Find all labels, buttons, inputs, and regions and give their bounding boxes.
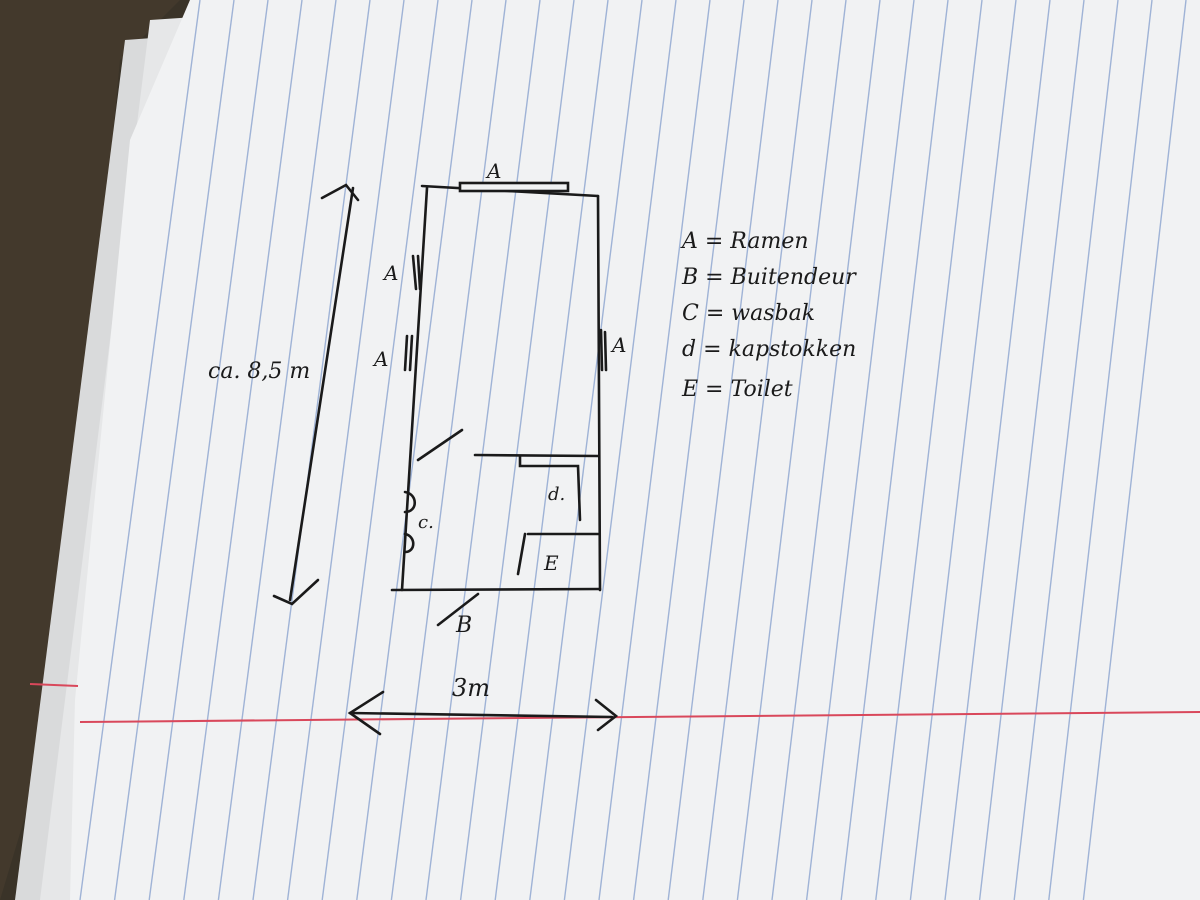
legend-line-d: d = kapstokken [682, 337, 856, 362]
label-toilet: E [543, 551, 559, 575]
label-window-right: A [610, 333, 626, 357]
legend-line-e: E = Toilet [681, 377, 793, 402]
ruled-line [667, 0, 779, 900]
ruled-line [321, 0, 439, 900]
ruled-line [113, 0, 235, 900]
floor-plan [272, 181, 619, 736]
width-arrow-line [348, 711, 614, 719]
label-height: ca. 8,5 m [208, 359, 310, 384]
ruled-line [805, 0, 915, 900]
window-left-lower [403, 334, 414, 372]
legend-line-b: B = Buitendeur [681, 265, 857, 290]
ruled-line [529, 0, 643, 900]
wall-bottom [390, 587, 602, 592]
legend: A = Ramen B = Buitendeur C = wasbak d = … [680, 229, 857, 402]
label-width: 3m [452, 674, 490, 702]
wall-left [400, 186, 429, 592]
ruled-line [702, 0, 813, 900]
outer-door [436, 592, 480, 627]
interior-door [416, 428, 464, 462]
ruled-line [494, 0, 609, 900]
label-outer-door: B [455, 613, 472, 638]
legend-line-c: C = wasbak [682, 301, 815, 326]
ruled-line [252, 0, 371, 900]
ruled-line [356, 0, 473, 900]
cupboard-wall [518, 454, 582, 522]
ruled-line [1013, 0, 1119, 900]
ruled-line [632, 0, 745, 900]
ruled-line [736, 0, 847, 900]
notebook-sheet [70, 0, 1200, 900]
margin-line-under [29, 683, 79, 687]
toilet-left-wall [516, 532, 527, 576]
label-cupboard: d. [548, 484, 565, 505]
ruled-line [217, 0, 337, 900]
window-right [599, 328, 608, 372]
ruled-line [79, 0, 201, 900]
wall-right [596, 194, 602, 592]
ruled-line [944, 0, 1051, 900]
label-sink: c. [418, 512, 434, 533]
ruled-line [148, 0, 269, 900]
ruled-line [978, 0, 1085, 900]
partition [473, 453, 600, 458]
label-window-left-upper: A [382, 261, 398, 285]
ruled-lines [79, 0, 1187, 900]
width-arrow-left [347, 690, 385, 736]
height-arrow-head [320, 183, 360, 202]
ruled-line [563, 0, 677, 900]
ruled-line [183, 0, 303, 900]
width-arrow-right [594, 698, 619, 732]
ruled-line [909, 0, 1017, 900]
label-window-left-lower: A [372, 347, 388, 371]
sink-arc-2 [403, 532, 415, 554]
ruled-line [390, 0, 507, 900]
ruled-line [425, 0, 541, 900]
ruled-line [286, 0, 405, 900]
height-arrow-tail [272, 578, 320, 606]
ruled-line [459, 0, 575, 900]
height-arrow-line [288, 186, 355, 602]
window-left-upper [411, 254, 422, 291]
sink-arc-1 [403, 490, 417, 514]
ruled-line [875, 0, 983, 900]
legend-line-a: A = Ramen [680, 229, 809, 254]
ruled-line [771, 0, 881, 900]
margin-line [79, 711, 1200, 723]
ruled-line [840, 0, 949, 900]
ruled-line [1082, 0, 1187, 900]
window-top [458, 181, 570, 193]
ruled-line [598, 0, 711, 900]
label-window-top: A [485, 159, 501, 183]
ruled-line [1048, 0, 1153, 900]
